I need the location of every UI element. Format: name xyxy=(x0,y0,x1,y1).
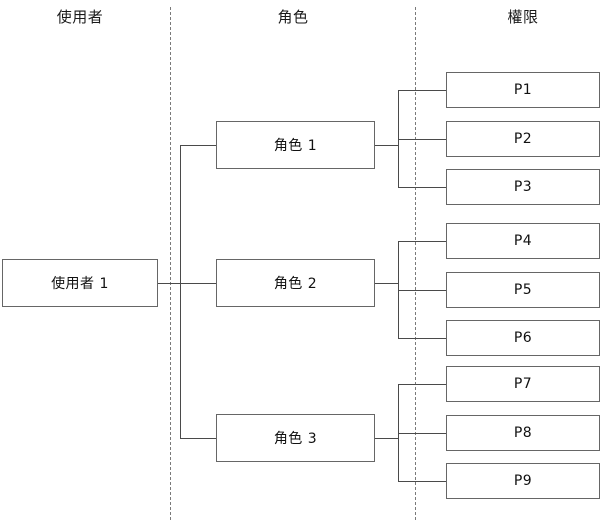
connector-role-2-stub xyxy=(375,283,399,284)
connector-role-2-fan xyxy=(398,241,399,338)
connector-role-3-stub xyxy=(375,438,399,439)
column-header-role: 角色 xyxy=(277,8,309,26)
connector-trunk-to-role-3 xyxy=(180,438,216,439)
connector-user-to-trunk xyxy=(158,283,181,284)
permission-node-p9[interactable]: P9 xyxy=(446,463,600,499)
permission-node-p4[interactable]: P4 xyxy=(446,223,600,259)
connector-trunk-to-role-2 xyxy=(180,283,216,284)
connector-role-1-to-p1 xyxy=(398,90,446,91)
connector-role-1-stub xyxy=(375,145,399,146)
connector-role-2-to-p6 xyxy=(398,338,446,339)
connector-role-3-to-p8 xyxy=(398,433,446,434)
connector-role-trunk xyxy=(180,145,181,439)
role-permission-divider xyxy=(415,7,416,520)
connector-role-2-to-p4 xyxy=(398,241,446,242)
permission-node-p1[interactable]: P1 xyxy=(446,72,600,108)
user-role-divider xyxy=(170,7,171,520)
role-node-3[interactable]: 角色 3 xyxy=(216,414,375,462)
permission-node-p5[interactable]: P5 xyxy=(446,272,600,308)
connector-role-3-to-p7 xyxy=(398,384,446,385)
connector-trunk-to-role-1 xyxy=(180,145,216,146)
connector-role-1-to-p2 xyxy=(398,139,446,140)
connector-role-1-fan xyxy=(398,90,399,187)
permission-node-p7[interactable]: P7 xyxy=(446,366,600,402)
permission-node-p6[interactable]: P6 xyxy=(446,320,600,356)
connector-role-3-to-p9 xyxy=(398,481,446,482)
permission-node-p3[interactable]: P3 xyxy=(446,169,600,205)
connector-role-3-fan xyxy=(398,384,399,481)
role-node-1[interactable]: 角色 1 xyxy=(216,121,375,169)
column-header-permission: 權限 xyxy=(507,8,539,26)
connector-role-1-to-p3 xyxy=(398,187,446,188)
permission-node-p2[interactable]: P2 xyxy=(446,121,600,157)
permission-node-p8[interactable]: P8 xyxy=(446,415,600,451)
connector-role-2-to-p5 xyxy=(398,290,446,291)
user-node-1[interactable]: 使用者 1 xyxy=(2,259,158,307)
role-node-2[interactable]: 角色 2 xyxy=(216,259,375,307)
column-header-user: 使用者 xyxy=(56,8,104,26)
